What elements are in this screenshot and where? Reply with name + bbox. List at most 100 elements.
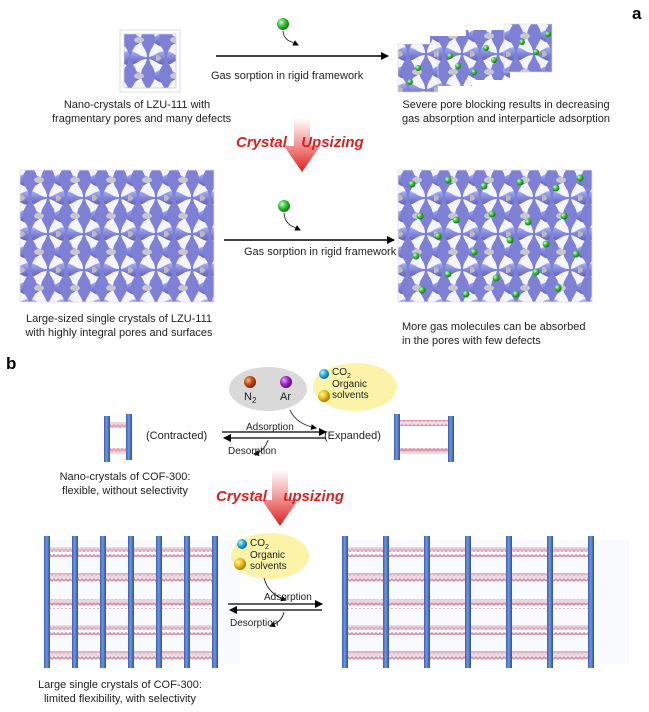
co2-molecule-icon bbox=[237, 539, 247, 549]
co2-molecule-icon bbox=[319, 369, 329, 379]
cof-linker bbox=[553, 655, 588, 661]
expanded-cof300-icon bbox=[394, 414, 454, 462]
cof-linker bbox=[512, 577, 547, 583]
adsorption-label-bottom: Adsorption bbox=[264, 592, 312, 603]
cof-pillar bbox=[506, 536, 512, 668]
cof-linker bbox=[512, 629, 547, 635]
upsizing-word: Crystal bbox=[216, 488, 267, 505]
cof-linker bbox=[190, 551, 212, 557]
co2-sub: 2 bbox=[265, 544, 269, 551]
desorption-label-top: Desorption bbox=[228, 446, 277, 457]
upsizing-arrow-b bbox=[262, 470, 298, 526]
cof-linker bbox=[50, 655, 72, 661]
cof-linker bbox=[134, 629, 156, 635]
cof-linker bbox=[348, 629, 383, 635]
cof-linker bbox=[389, 551, 424, 557]
cof-linker bbox=[162, 551, 184, 557]
gas-filled-framework-image bbox=[397, 169, 593, 303]
blocked-frameworks-image bbox=[397, 23, 553, 93]
cof-pillar bbox=[588, 536, 594, 668]
cof-linker bbox=[430, 655, 465, 661]
cof-linker bbox=[471, 551, 506, 557]
cof-linker bbox=[190, 629, 212, 635]
caption-line: flexible, without selectivity bbox=[62, 485, 188, 497]
top-right-caption: Severe pore blocking results in decreasi… bbox=[386, 98, 626, 126]
large-cof300-left-image bbox=[44, 536, 240, 668]
gas-sorption-arrow-top bbox=[216, 18, 389, 60]
cof-pillar bbox=[424, 536, 430, 668]
panel-label-a: a bbox=[632, 4, 642, 23]
contracted-label: (Contracted) bbox=[146, 430, 208, 442]
cof-linker bbox=[78, 577, 100, 583]
cof-linker bbox=[50, 629, 72, 635]
inert-gas-ellipse bbox=[229, 367, 307, 411]
n2-molecule-icon bbox=[244, 376, 256, 388]
cof-pillar bbox=[156, 536, 162, 668]
equilibrium-arrows-bottom bbox=[228, 577, 323, 628]
caption-line: Large-sized single crystals of LZU-111 bbox=[25, 313, 213, 325]
cof-linker bbox=[50, 603, 72, 609]
cof-linker bbox=[348, 577, 383, 583]
nano-crystal-lzu111-image bbox=[119, 29, 181, 93]
upsizing-label-b: Crystal upsizing bbox=[216, 488, 344, 505]
upsizing-word: Crystal bbox=[236, 134, 287, 151]
cof-linker bbox=[78, 629, 100, 635]
cof-linker bbox=[430, 603, 465, 609]
cof-linker bbox=[430, 629, 465, 635]
cof-pillar bbox=[100, 536, 106, 668]
cof-pillar bbox=[465, 536, 471, 668]
expanded-label: (Expanded) bbox=[324, 430, 381, 442]
cof-linker bbox=[389, 577, 424, 583]
organic-line: Organic bbox=[332, 379, 368, 390]
cof-linker bbox=[389, 603, 424, 609]
selective-gas-ellipse-bottom bbox=[231, 533, 309, 579]
ar-label: Ar bbox=[280, 391, 291, 403]
cof-linker bbox=[106, 655, 128, 661]
large-cof300-right-image bbox=[342, 536, 629, 668]
organic-line: solvents bbox=[332, 390, 369, 401]
caption-line: More gas molecules can be absorbed bbox=[402, 321, 586, 333]
desorption-label-bottom: Desorption bbox=[230, 618, 279, 629]
cof-linker bbox=[389, 655, 424, 661]
cof-linker bbox=[553, 551, 588, 557]
co2-label-bottom: CO2 bbox=[250, 538, 269, 553]
cof-linker bbox=[134, 551, 156, 557]
gas-sorption-arrow-bottom bbox=[224, 200, 395, 244]
cof-linker bbox=[162, 655, 184, 661]
co2-text: CO bbox=[332, 367, 347, 378]
cof-linker bbox=[512, 603, 547, 609]
adsorption-label-top: Adsorption bbox=[246, 422, 294, 433]
gas-molecule-icon bbox=[277, 18, 289, 30]
cof-linker bbox=[134, 577, 156, 583]
organic-line: solvents bbox=[250, 561, 287, 572]
cof-linker bbox=[78, 603, 100, 609]
cof-pillar bbox=[342, 536, 348, 668]
upsizing-label-a: Crystal Upsizing bbox=[236, 134, 364, 151]
nano-cof300-caption: Nano-crystals of COF-300: flexible, with… bbox=[40, 470, 210, 498]
organic-solvent-icon bbox=[234, 558, 246, 570]
cof-linker bbox=[389, 629, 424, 635]
cof-pillar bbox=[44, 536, 50, 668]
cof-linker bbox=[553, 603, 588, 609]
cof-linker bbox=[162, 629, 184, 635]
top-left-caption: Nano-crystals of LZU-111 with fragmentar… bbox=[52, 98, 231, 126]
co2-text: CO bbox=[250, 538, 265, 549]
co2-label: CO2 bbox=[332, 367, 351, 382]
cof-linker bbox=[134, 655, 156, 661]
cof-pillar bbox=[547, 536, 553, 668]
n2-label: N2 bbox=[244, 392, 256, 406]
cof-linker bbox=[348, 551, 383, 557]
bottom-left-caption: Large-sized single crystals of LZU-111 w… bbox=[14, 312, 224, 340]
cof-linker bbox=[553, 629, 588, 635]
cof-linker bbox=[430, 577, 465, 583]
cof-linker bbox=[348, 603, 383, 609]
panel-label-b: b bbox=[6, 354, 17, 373]
n2-text: N bbox=[244, 391, 252, 403]
cof-pillar bbox=[383, 536, 389, 668]
cof-linker bbox=[78, 655, 100, 661]
cof-linker bbox=[190, 603, 212, 609]
caption-line: Large single crystals of COF-300: bbox=[38, 679, 202, 691]
cof-linker bbox=[106, 577, 128, 583]
organic-line: Organic bbox=[250, 550, 286, 561]
caption-line: limited flexibility, with selectivity bbox=[43, 693, 196, 705]
